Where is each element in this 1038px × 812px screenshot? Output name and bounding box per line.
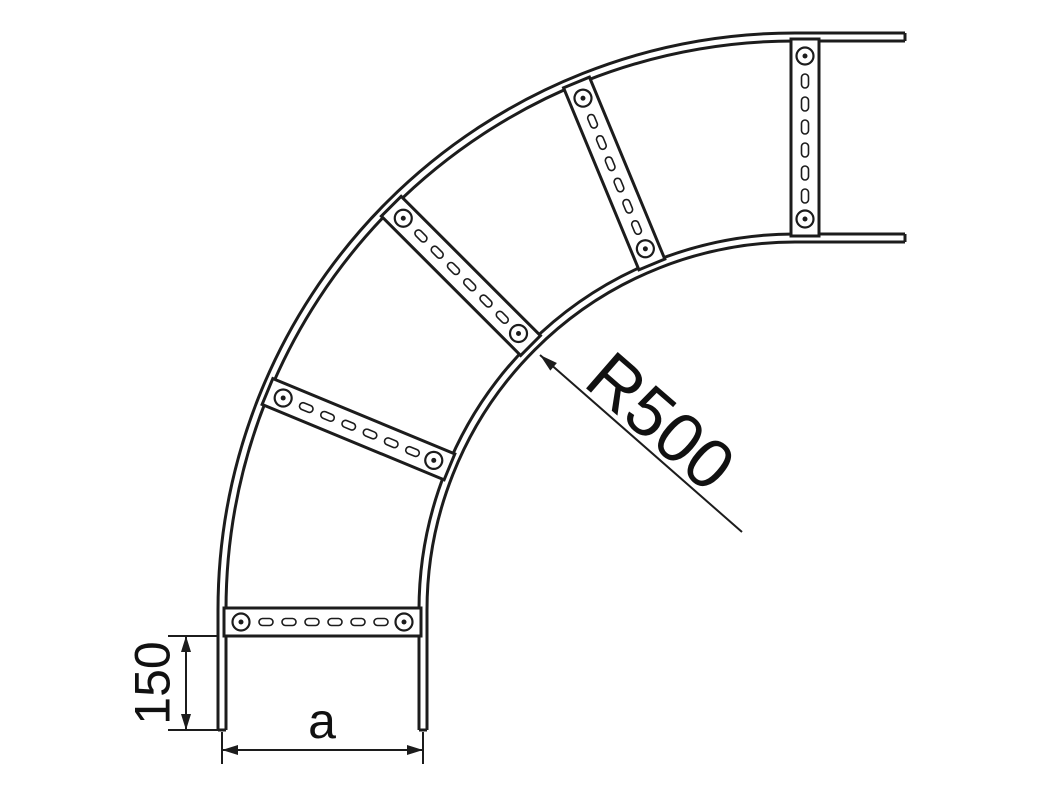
ladder-rungs (222, 37, 821, 638)
ladder-rung (379, 194, 542, 357)
end-to-rung-dimension: 150 (125, 635, 218, 731)
radius-dimension: R500 (539, 337, 749, 533)
width-label: a (308, 693, 336, 749)
radius-arrowhead-icon (540, 355, 557, 371)
dimension-arrowhead-icon (407, 745, 423, 755)
rail-end-caps (218, 33, 907, 732)
ladder-rung (222, 606, 423, 638)
ladder-rung (789, 37, 821, 238)
ladder-rung (260, 377, 457, 482)
ladder-rung (562, 75, 667, 272)
width-dimension: a (221, 693, 424, 764)
end-to-rung-label: 150 (125, 641, 181, 724)
radius-leader-line (539, 354, 743, 533)
inner-rail-inner-edge (425, 240, 905, 730)
radius-label: R500 (572, 337, 749, 506)
dimension-arrowhead-icon (181, 636, 191, 652)
dimension-arrowhead-icon (181, 714, 191, 730)
dimension-arrowhead-icon (222, 745, 238, 755)
outer-rail-outer-edge (216, 31, 905, 730)
